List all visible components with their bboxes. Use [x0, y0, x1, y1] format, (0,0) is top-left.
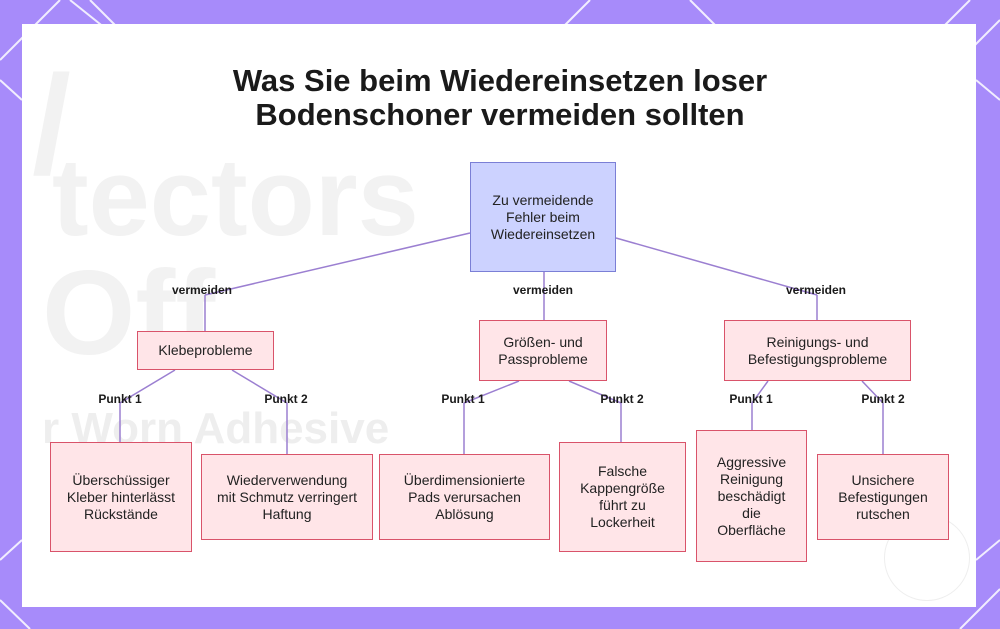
root-node: Zu vermeidende Fehler beim Wiedereinsetz… [470, 162, 616, 272]
leaf-node-cat3-1: Aggressive Reinigung beschädigt die Ober… [696, 430, 807, 562]
page-title: Was Sie beim Wiedereinsetzen loser Boden… [0, 64, 1000, 132]
leaf-node-cat1-1: Überschüssiger Kleber hinterlässt Rückst… [50, 442, 192, 552]
leaf-node-cat3-2: Unsichere Befestigungen rutschen [817, 454, 949, 540]
background-text-1: / [32, 46, 71, 203]
edge-root-cat1 [204, 232, 471, 296]
edge-cat2-leaf1 [463, 380, 520, 404]
edge-root-cat3 [615, 237, 818, 296]
edge-cat3-leaf2 [861, 380, 884, 404]
category-node-reinigung: Reinigungs- und Befestigungsprobleme [724, 320, 911, 381]
edge-label-cat1-p2: Punkt 2 [264, 392, 308, 406]
edge-label-cat2-p2: Punkt 2 [600, 392, 644, 406]
background-text-2: tectors [52, 136, 419, 259]
leaf-node-cat2-1: Überdimensionierte Pads verursachen Ablö… [379, 454, 550, 540]
edge-cat1-leaf1 [119, 369, 176, 404]
edge-cat1-leaf2 [231, 369, 288, 404]
edge-cat3-leaf1 [751, 380, 769, 404]
edge-label-cat3: vermeiden [785, 283, 847, 297]
leaf-node-cat1-2: Wiederverwendung mit Schmutz verringert … [201, 454, 373, 540]
edge-label-cat1-p1: Punkt 1 [98, 392, 142, 406]
title-line-2: Bodenschoner vermeiden sollten [255, 97, 745, 132]
category-node-groessen: Größen- und Passprobleme [479, 320, 607, 381]
category-node-klebeprobleme: Klebeprobleme [137, 331, 274, 370]
leaf-node-cat2-2: Falsche Kappengröße führt zu Lockerheit [559, 442, 686, 552]
edge-label-cat2-p1: Punkt 1 [441, 392, 485, 406]
edge-label-cat3-p2: Punkt 2 [861, 392, 905, 406]
edge-cat2-leaf2 [568, 380, 622, 404]
edge-label-cat3-p1: Punkt 1 [729, 392, 773, 406]
edge-label-cat2: vermeiden [512, 283, 574, 297]
edge-label-cat1: vermeiden [171, 283, 233, 297]
title-line-1: Was Sie beim Wiedereinsetzen loser [232, 63, 768, 98]
